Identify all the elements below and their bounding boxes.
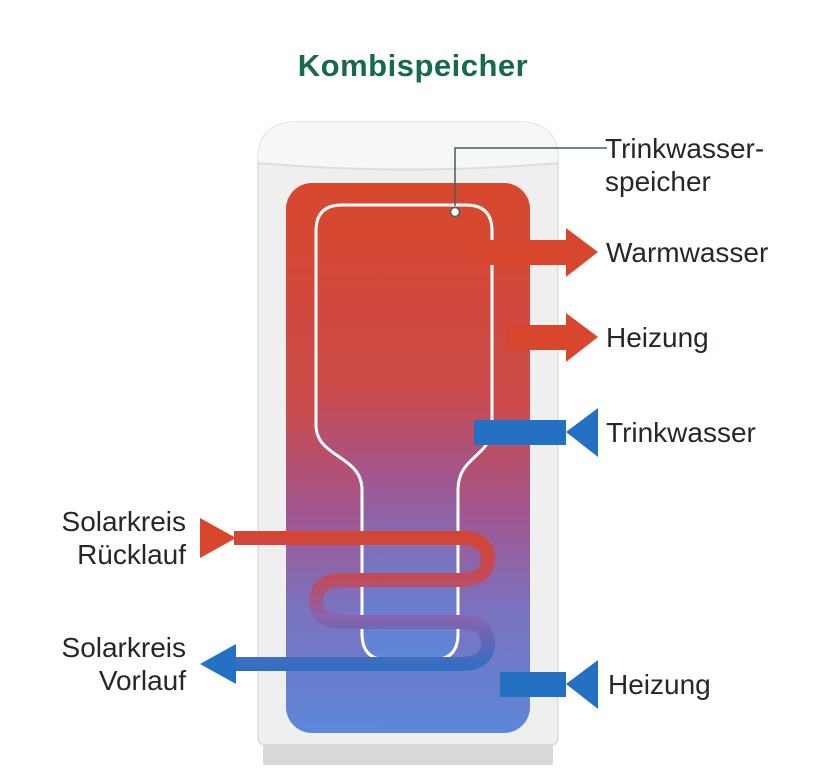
solar-vorlauf-arrow-icon bbox=[200, 644, 236, 684]
solar-ruecklauf-arrow-icon bbox=[200, 518, 236, 558]
solar-coil bbox=[234, 531, 496, 671]
heizung-top-label: Heizung bbox=[606, 322, 709, 353]
callout-label: Trinkwasser- speicher bbox=[605, 132, 764, 198]
trinkwasser-pipe bbox=[474, 420, 566, 445]
solar-ruecklauf-label-line1: Solarkreis bbox=[61, 506, 186, 537]
heizung-bottom-label: Heizung bbox=[608, 669, 711, 700]
tank-base bbox=[263, 744, 553, 765]
tank-lid-seam bbox=[257, 162, 559, 171]
page-title: Kombispeicher bbox=[297, 48, 529, 83]
heizung-top-pipe bbox=[506, 325, 566, 350]
heizung-bottom-arrow-icon bbox=[566, 660, 598, 709]
warmwasser-label: Warmwasser bbox=[606, 237, 769, 268]
callout-label-line2: speicher bbox=[605, 166, 711, 197]
solar-vorlauf-label: Solarkreis Vorlauf bbox=[20, 631, 186, 697]
trinkwasser-label: Trinkwasser bbox=[606, 417, 756, 448]
callout-dot-icon bbox=[449, 206, 461, 218]
callout-line bbox=[454, 147, 607, 206]
solar-ruecklauf-label: Solarkreis Rücklauf bbox=[20, 505, 186, 571]
warmwasser-pipe bbox=[470, 240, 566, 265]
warmwasser-arrow-icon bbox=[566, 228, 598, 277]
heizung-top-arrow-icon bbox=[566, 313, 598, 362]
tank-lid bbox=[258, 122, 558, 170]
solar-vorlauf-label-line1: Solarkreis bbox=[61, 632, 186, 663]
solar-vorlauf-label-line2: Vorlauf bbox=[98, 665, 186, 696]
callout-label-line1: Trinkwasser- bbox=[605, 133, 765, 164]
heizung-bottom-pipe bbox=[500, 672, 566, 697]
solar-ruecklauf-label-line2: Rücklauf bbox=[77, 539, 186, 570]
trinkwasser-arrow-icon bbox=[566, 408, 598, 457]
